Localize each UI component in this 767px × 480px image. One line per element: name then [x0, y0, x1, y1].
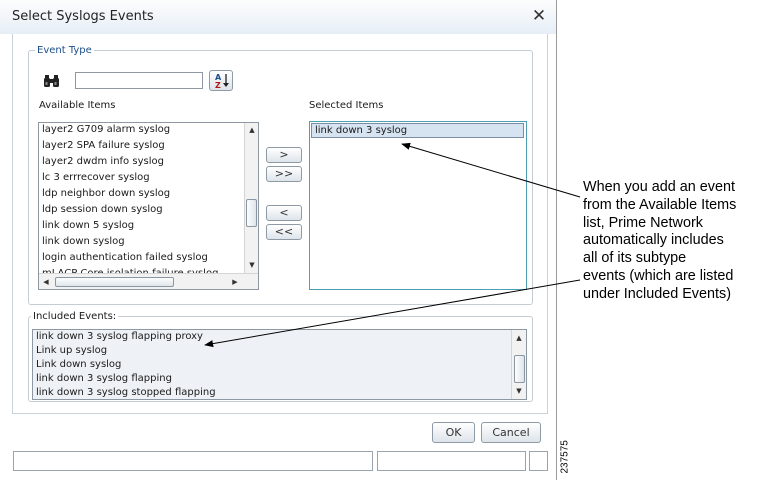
status-bar-cell-1: [13, 451, 373, 471]
close-icon[interactable]: ✕: [531, 6, 547, 26]
scroll-left-arrow-icon[interactable]: ◀: [43, 278, 49, 286]
ok-button[interactable]: OK: [432, 422, 475, 443]
callout-line: under Included Events): [583, 285, 731, 302]
available-item[interactable]: ldp session down syslog: [42, 204, 163, 215]
sort-az-button[interactable]: A Z: [209, 70, 233, 91]
available-horizontal-scrollbar[interactable]: ◀ ▶: [39, 273, 258, 289]
included-scroll-up-arrow-icon[interactable]: ▲: [516, 334, 522, 342]
available-scroll-thumb[interactable]: [246, 199, 257, 227]
sort-az-icon: A Z: [215, 73, 229, 90]
select-syslogs-events-dialog: Select Syslogs Events ✕ Event Type A Z: [0, 0, 557, 480]
included-vertical-scrollbar[interactable]: ▲ ▼: [511, 330, 526, 399]
available-h-scroll-thumb[interactable]: [55, 277, 174, 287]
selected-items-label: Selected Items: [309, 100, 384, 111]
included-event-item[interactable]: Link down syslog: [36, 359, 122, 370]
remove-all-button[interactable]: <<: [266, 224, 302, 240]
dialog-content: Event Type A Z Available Items Selected …: [12, 34, 548, 414]
scroll-up-arrow-icon[interactable]: ▲: [249, 126, 255, 134]
included-scroll-thumb[interactable]: [514, 355, 525, 383]
add-all-button[interactable]: >>: [266, 166, 302, 182]
scroll-right-arrow-icon[interactable]: ▶: [232, 278, 238, 286]
callout-line: from the Available Items: [583, 196, 737, 213]
included-event-item[interactable]: Link up syslog: [36, 345, 108, 356]
selected-items-list[interactable]: link down 3 syslog: [309, 121, 527, 290]
callout-line: all of its subtype: [583, 250, 687, 267]
included-events-legend: Included Events:: [33, 311, 117, 322]
event-search-input[interactable]: [75, 72, 203, 89]
available-item[interactable]: layer2 dwdm info syslog: [42, 156, 164, 167]
event-type-legend: Event Type: [37, 45, 92, 56]
available-item[interactable]: login authentication failed syslog: [42, 252, 208, 263]
available-item[interactable]: ldp neighbor down syslog: [42, 188, 171, 199]
available-item[interactable]: layer2 SPA failure syslog: [42, 140, 165, 151]
available-item[interactable]: link down syslog: [42, 236, 125, 247]
status-bar-cell-2: [377, 451, 526, 471]
available-item[interactable]: layer2 G709 alarm syslog: [42, 124, 171, 135]
included-scroll-down-arrow-icon[interactable]: ▼: [516, 387, 522, 395]
sort-label-z: Z: [215, 81, 221, 90]
add-button[interactable]: >: [266, 147, 302, 163]
sort-label-a: A: [215, 73, 222, 82]
status-bar-cell-3: [529, 451, 548, 471]
title-bar: Select Syslogs Events ✕: [0, 0, 556, 34]
callout-line: When you add an event: [583, 179, 736, 195]
selected-item[interactable]: link down 3 syslog: [311, 123, 524, 138]
available-items-label: Available Items: [39, 100, 116, 111]
binoculars-icon[interactable]: [43, 74, 61, 88]
callout-line: events (which are listed: [583, 267, 734, 284]
callout-line: list, Prime Network: [583, 214, 703, 231]
available-items-rows: layer2 G709 alarm syslog layer2 SPA failu…: [39, 123, 218, 273]
included-event-item[interactable]: link down 3 syslog stopped flapping: [36, 387, 216, 398]
available-item[interactable]: lc 3 errrecover syslog: [42, 172, 150, 183]
available-vertical-scrollbar[interactable]: ▲ ▼: [244, 123, 258, 273]
cancel-button[interactable]: Cancel: [481, 422, 541, 443]
scroll-down-arrow-icon[interactable]: ▼: [249, 261, 255, 269]
included-event-item[interactable]: link down 3 syslog flapping: [36, 373, 172, 384]
available-items-viewport: layer2 G709 alarm syslog layer2 SPA failu…: [39, 123, 244, 273]
available-items-list[interactable]: layer2 G709 alarm syslog layer2 SPA failu…: [38, 122, 259, 290]
dialog-title: Select Syslogs Events: [12, 9, 154, 24]
remove-button[interactable]: <: [266, 205, 302, 221]
figure-number: 237575: [559, 440, 571, 474]
included-event-item[interactable]: link down 3 syslog flapping proxy: [36, 331, 203, 342]
available-item[interactable]: mLACP Core isolation failure syslog: [39, 266, 218, 273]
available-item[interactable]: link down 5 syslog: [42, 220, 135, 231]
callout-line: automatically includes: [583, 232, 724, 249]
